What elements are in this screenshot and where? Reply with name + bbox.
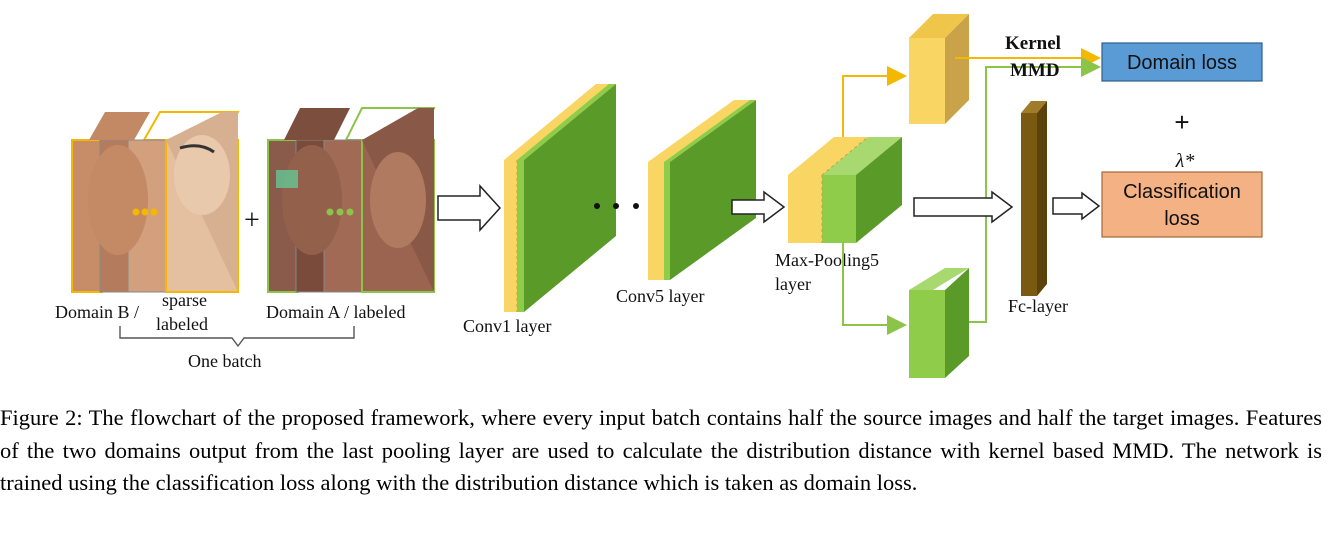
conv1-block [504,84,616,312]
plus-sign-batch: + [244,205,260,236]
conv5-to-pool-arrow [731,190,786,224]
domain-a-label: Domain A / labeled [266,302,405,322]
lambda-weight: λ* [1175,150,1195,172]
classification-loss-label-line1: Classification [1123,181,1241,203]
classification-loss-label-line2: loss [1164,208,1200,230]
ellipsis-dots [594,203,639,209]
batch-label: One batch [188,351,261,371]
loss-plus-sign: + [1174,107,1189,137]
fc-layer-label: Fc-layer [1008,296,1068,316]
pool-to-target-feature-arrow [842,243,907,335]
pool-to-source-feature-arrow [842,66,907,137]
figure-caption: Figure 2: The flowchart of the proposed … [0,405,1322,495]
domain-b-label: Domain B / [55,302,139,322]
fc-layer-block [1021,101,1047,296]
domain-b-image-stack [71,111,240,293]
kernel-mmd-label-line2: MMD [1010,60,1060,81]
target-feature-block [909,268,969,378]
conv5-label: Conv5 layer [616,286,704,306]
domain-b-sparse-label: sparse [162,290,207,310]
domain-loss-box [1101,42,1263,82]
domain-loss-label: Domain loss [1127,52,1237,74]
maxpool5-label-line2: layer [775,274,811,294]
domain-a-image-stack [267,107,436,293]
kernel-mmd-label-line1: Kernel [1005,33,1061,54]
target-feature-to-mmd-line [969,57,1101,323]
fc-to-classification-arrow [1052,191,1101,221]
input-to-conv1-arrow [437,184,502,232]
batch-brace [119,326,355,348]
maxpool5-label-line1: Max-Pooling5 [775,250,879,270]
framework-diagram: + Domain B / sparse labeled Domain A / l… [55,14,1263,378]
maxpool5-block [788,136,902,243]
domain-b-labeled-label: labeled [156,314,208,334]
conv5-block [648,100,756,280]
source-feature-block [909,14,969,124]
classification-loss-box [1101,171,1263,238]
pool-to-fc-arrow [913,190,1014,224]
conv1-label: Conv1 layer [463,316,551,336]
